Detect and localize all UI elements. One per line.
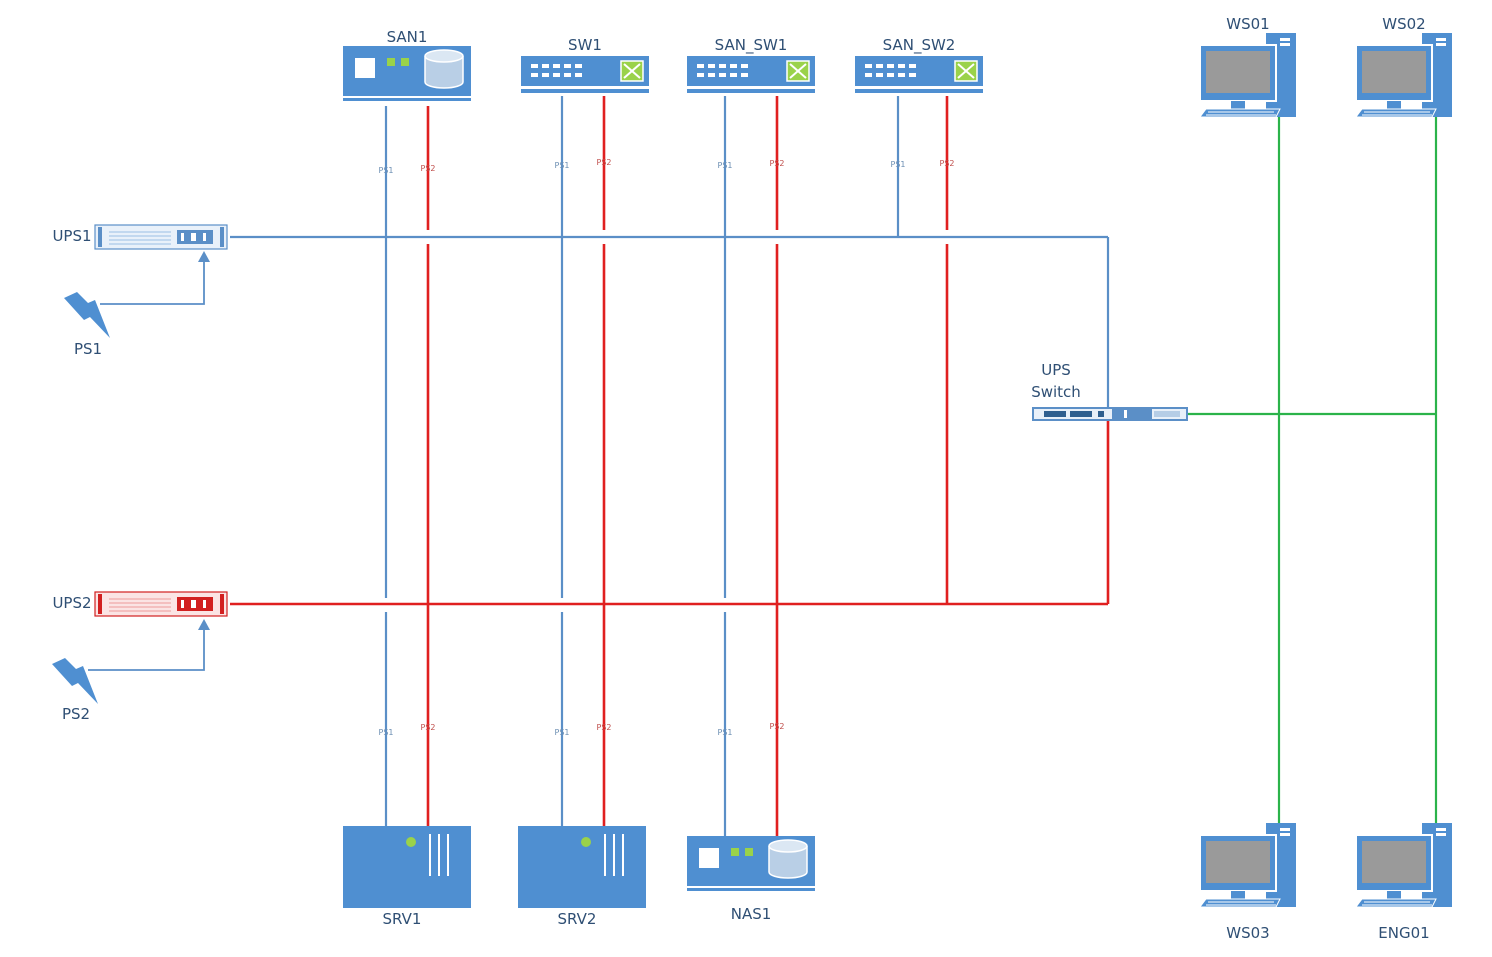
ups2-device xyxy=(94,591,228,617)
feed-2-lines xyxy=(230,96,1110,836)
arrow-up-icon xyxy=(198,619,210,630)
srv2-server-icon xyxy=(518,826,646,908)
ws01-label: WS01 xyxy=(1226,15,1270,33)
san1-ps1-port-label: PS1 xyxy=(378,166,394,175)
nas1-storage-array-icon xyxy=(686,835,816,892)
srv1-ps2-port-label: PS2 xyxy=(420,723,436,732)
srv2-ps2-port-label: PS2 xyxy=(596,723,612,732)
ps2-source-label: PS2 xyxy=(61,705,91,723)
san-sw2-switch-icon xyxy=(854,55,984,94)
srv1-server-icon xyxy=(343,826,471,908)
eng01-label: ENG01 xyxy=(1378,924,1430,942)
ws02-label: WS02 xyxy=(1382,15,1426,33)
arrow-up-icon xyxy=(198,251,210,262)
srv1-ps1-port-label: PS1 xyxy=(378,728,394,737)
ws03-workstation-icon xyxy=(1199,822,1297,908)
srv2-ps1-port-label: PS1 xyxy=(554,728,570,737)
ps1-source-label: PS1 xyxy=(73,340,103,358)
ups2-label: UPS2 xyxy=(52,594,92,612)
sw1-switch-icon xyxy=(520,55,650,94)
san-sw2-label: SAN_SW2 xyxy=(882,36,956,54)
nas1-label: NAS1 xyxy=(730,905,772,923)
srv1-label: SRV1 xyxy=(382,910,422,928)
lightning-bolt-icon xyxy=(64,292,110,338)
san-sw1-ps1-port-label: PS1 xyxy=(717,161,733,170)
ups-switch-device xyxy=(1032,407,1188,421)
feed-1-lines xyxy=(230,96,1110,836)
sw1-ps2-port-label: PS2 xyxy=(596,158,612,167)
network-lines xyxy=(1188,114,1438,826)
nas1-ps1-port-label: PS1 xyxy=(717,728,733,737)
lightning-bolt-icon xyxy=(52,658,98,704)
ws02-workstation-icon xyxy=(1355,32,1453,118)
ws03-label: WS03 xyxy=(1226,924,1270,942)
eng01-workstation-icon xyxy=(1355,822,1453,908)
nas1-ps2-port-label: PS2 xyxy=(769,722,785,731)
srv2-label: SRV2 xyxy=(557,910,597,928)
sw1-label: SW1 xyxy=(568,36,602,54)
san1-label: SAN1 xyxy=(386,28,428,46)
san1-storage-array-icon xyxy=(342,45,472,102)
ups1-label: UPS1 xyxy=(52,227,92,245)
san1-ps2-port-label: PS2 xyxy=(420,164,436,173)
sw1-ps1-port-label: PS1 xyxy=(554,161,570,170)
ups1-device xyxy=(94,224,228,250)
san-sw1-ps2-port-label: PS2 xyxy=(769,159,785,168)
ups-switch-label-line2: Switch xyxy=(1031,383,1081,401)
san-sw2-ps1-port-label: PS1 xyxy=(890,160,906,169)
san-sw1-switch-icon xyxy=(686,55,816,94)
source-connectors xyxy=(88,258,205,671)
ws01-workstation-icon xyxy=(1199,32,1297,118)
san-sw1-label: SAN_SW1 xyxy=(714,36,788,54)
san-sw2-ps2-port-label: PS2 xyxy=(939,159,955,168)
ups-switch-label-line1: UPS xyxy=(1041,361,1071,379)
